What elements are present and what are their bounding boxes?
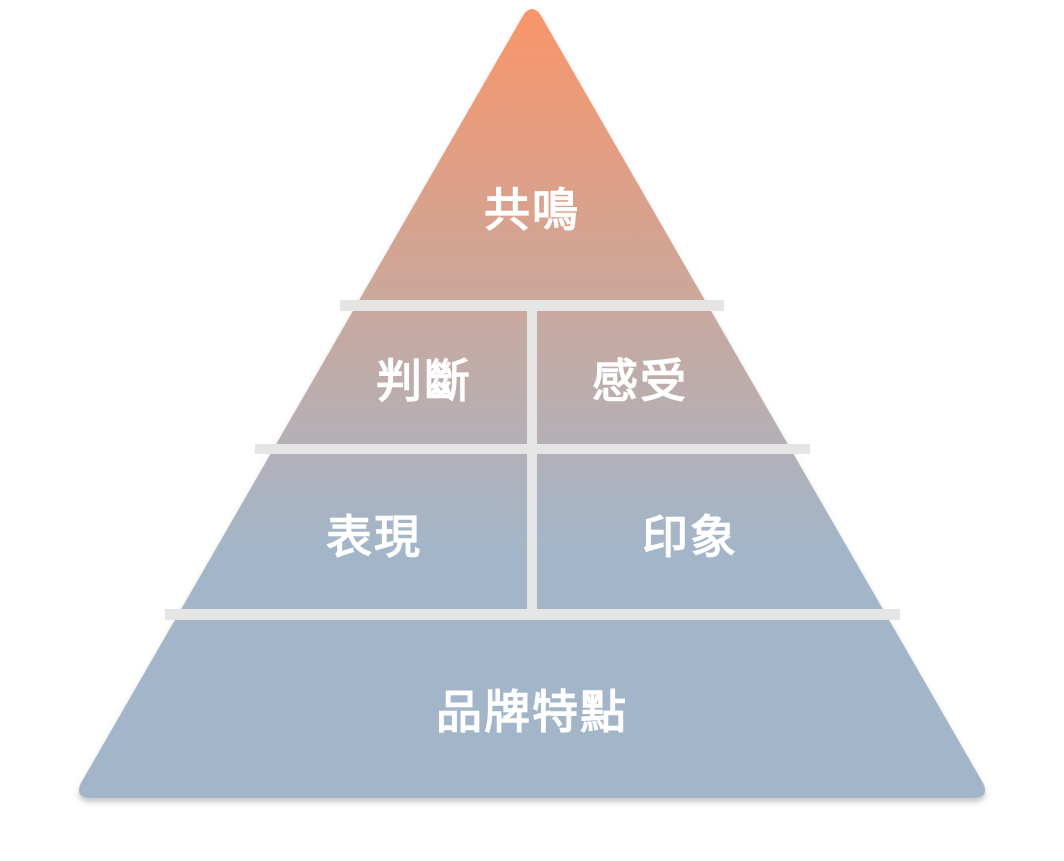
- pyramid-separators: [165, 300, 900, 620]
- separator-vertical: [527, 305, 537, 615]
- label-upper-right: 感受: [592, 354, 688, 408]
- label-lower-left: 表現: [326, 510, 422, 564]
- label-lower-right: 印象: [642, 510, 738, 564]
- label-base: 品牌特點: [436, 685, 628, 739]
- label-top: 共鳴: [484, 183, 580, 237]
- pyramid-labels: 共鳴 判斷 感受 表現 印象 品牌特點: [326, 183, 738, 739]
- label-upper-left: 判斷: [376, 354, 472, 408]
